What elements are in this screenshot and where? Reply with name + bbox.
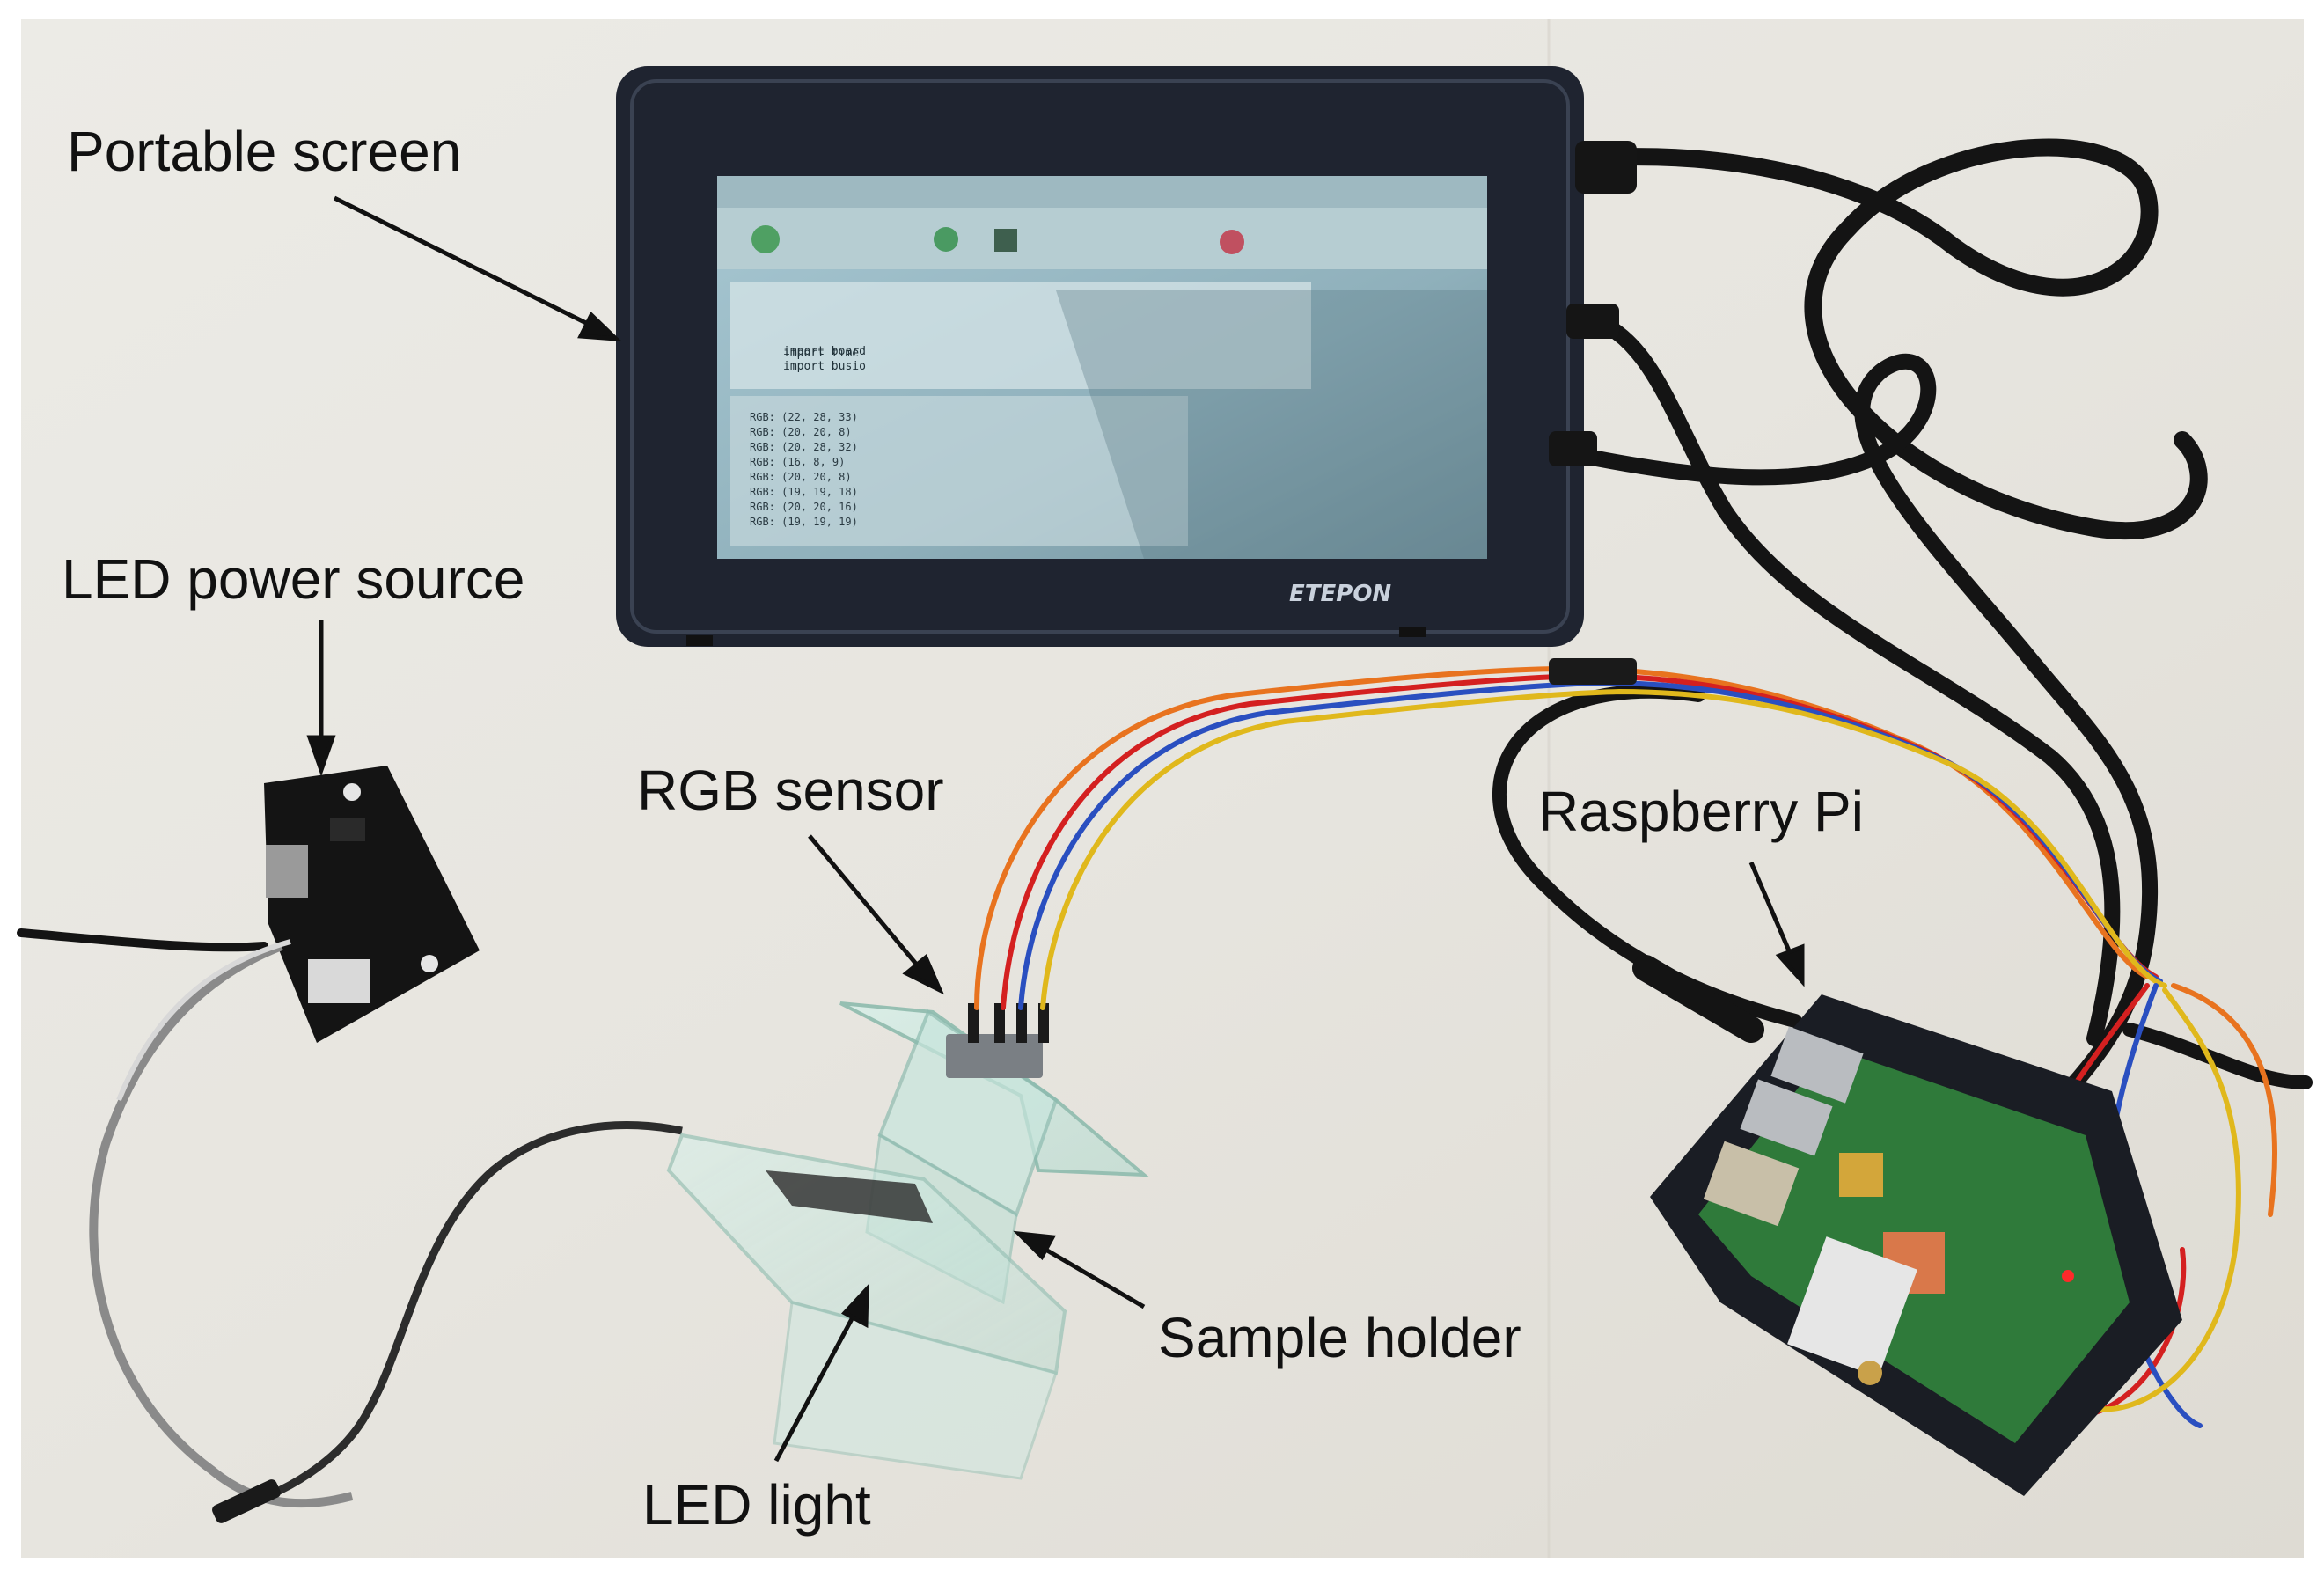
annotation-arrows	[306, 195, 1805, 1463]
code-line: import time	[783, 347, 859, 360]
toolbar-debug-icon	[994, 229, 1017, 252]
toolbar-new-icon	[751, 225, 780, 253]
usb-port	[1740, 1079, 1833, 1156]
rgb-sensor	[946, 1003, 1049, 1078]
power-connector	[1549, 431, 1597, 466]
toolbar-run-icon	[934, 227, 958, 252]
usb-connector	[1566, 304, 1619, 339]
heatsink	[1839, 1153, 1883, 1197]
code-editor	[730, 282, 1311, 389]
usb-port	[1770, 1026, 1864, 1104]
code-line: import busio	[783, 360, 866, 373]
code-line: import board	[783, 345, 866, 358]
shell-line: RGB: (19, 19, 19)	[750, 516, 858, 528]
shell-line: RGB: (20, 20, 16)	[750, 501, 858, 513]
label-led-light: LED light	[642, 1473, 871, 1537]
wire-connector	[212, 1479, 281, 1523]
shell-panel	[730, 396, 1188, 546]
label-led-power-source: LED power source	[62, 547, 525, 611]
sample-holder	[666, 1001, 1149, 1480]
shell-line: RGB: (20, 28, 32)	[750, 441, 858, 453]
led-light-module	[766, 1170, 933, 1223]
black-cables	[17, 138, 2313, 1117]
label-sample-holder: Sample holder	[1158, 1306, 1521, 1369]
screen-reflection	[1056, 290, 1487, 559]
label-portable-screen: Portable screen	[67, 120, 462, 183]
ethernet-port	[1703, 1141, 1800, 1227]
portable-screen: import time import board import busio RG…	[616, 66, 1637, 647]
toolbar-stop-icon	[1220, 230, 1244, 254]
label-raspberry-pi: Raspberry Pi	[1538, 780, 1864, 843]
shell-line: RGB: (22, 28, 33)	[750, 411, 858, 423]
wire-junction	[1549, 658, 1637, 685]
usb-cable-plug	[1632, 955, 1764, 1043]
shell-line: RGB: (20, 20, 8)	[750, 471, 852, 483]
status-led	[2062, 1270, 2074, 1282]
gpio-header	[1787, 1236, 1917, 1377]
usb-port	[266, 845, 308, 898]
led-wire	[227, 1121, 683, 1514]
shell-line: RGB: (20, 20, 8)	[750, 426, 852, 438]
shell-line: RGB: (16, 8, 9)	[750, 456, 845, 468]
hdmi-connector	[1575, 141, 1637, 194]
shell-line: RGB: (19, 19, 18)	[750, 486, 858, 498]
raspberry-pi	[1632, 955, 2182, 1496]
screen-brand-logo: ETEPON	[1289, 581, 1391, 607]
label-rgb-sensor: RGB sensor	[637, 759, 944, 822]
